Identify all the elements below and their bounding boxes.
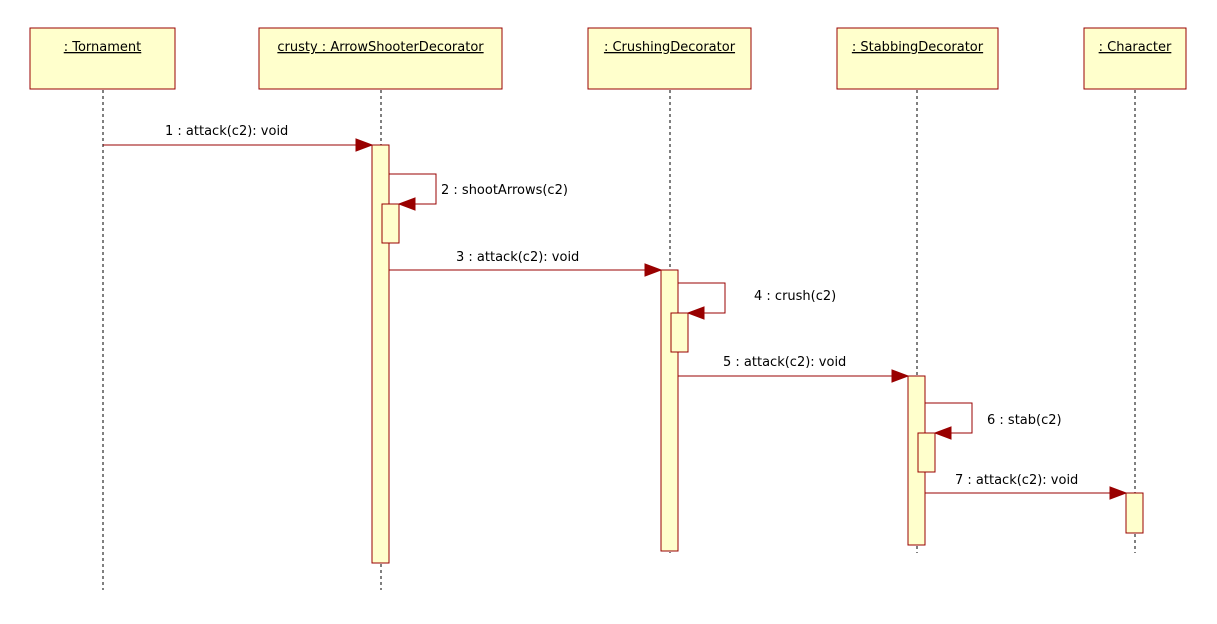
lifeline-tornament[interactable]: : Tornament [29,27,176,90]
arrowhead-icon [1109,486,1128,500]
message-label: 7 : attack(c2): void [955,473,1078,488]
activation-crushing-nested[interactable] [670,312,689,353]
lifeline-label: crusty : ArrowShooterDecorator [277,40,484,55]
arrowhead-icon [933,426,952,440]
lifeline-arrow-shooter-decorator[interactable]: crusty : ArrowShooterDecorator [258,27,503,90]
arrowhead-icon [644,263,663,277]
message-6[interactable]: 6 : stab(c2) [925,402,1062,440]
activation-arrow-shooter-nested[interactable] [381,203,400,244]
lifeline-crushing-decorator[interactable]: : CrushingDecorator [587,27,752,90]
lifeline-stabbing-decorator[interactable]: : StabbingDecorator [836,27,999,90]
lifeline-label: : CrushingDecorator [604,40,736,55]
message-1[interactable]: 1 : attack(c2): void [103,124,374,152]
activation-character[interactable] [1125,492,1144,534]
arrowhead-icon [891,369,910,383]
lifeline-label: : Tornament [64,40,142,55]
message-label: 3 : attack(c2): void [456,250,579,265]
lifeline-character[interactable]: : Character [1083,27,1187,90]
arrowhead-icon [686,306,705,320]
message-label: 1 : attack(c2): void [165,124,288,139]
activation-stabbing-nested[interactable] [917,432,936,473]
activation-crushing[interactable] [660,269,679,552]
message-5[interactable]: 5 : attack(c2): void [678,355,910,383]
message-4[interactable]: 4 : crush(c2) [678,282,836,320]
message-2[interactable]: 2 : shootArrows(c2) [389,173,568,211]
message-label: 5 : attack(c2): void [723,355,846,370]
message-3[interactable]: 3 : attack(c2): void [389,250,663,277]
lifeline-label: : Character [1099,40,1172,55]
arrowhead-icon [355,138,374,152]
message-label: 4 : crush(c2) [754,289,836,304]
message-7[interactable]: 7 : attack(c2): void [925,473,1128,500]
message-label: 6 : stab(c2) [987,413,1062,428]
lifeline-label: : StabbingDecorator [852,40,984,55]
message-label: 2 : shootArrows(c2) [441,183,568,198]
arrowhead-icon [397,197,416,211]
activation-arrow-shooter[interactable] [371,144,390,564]
